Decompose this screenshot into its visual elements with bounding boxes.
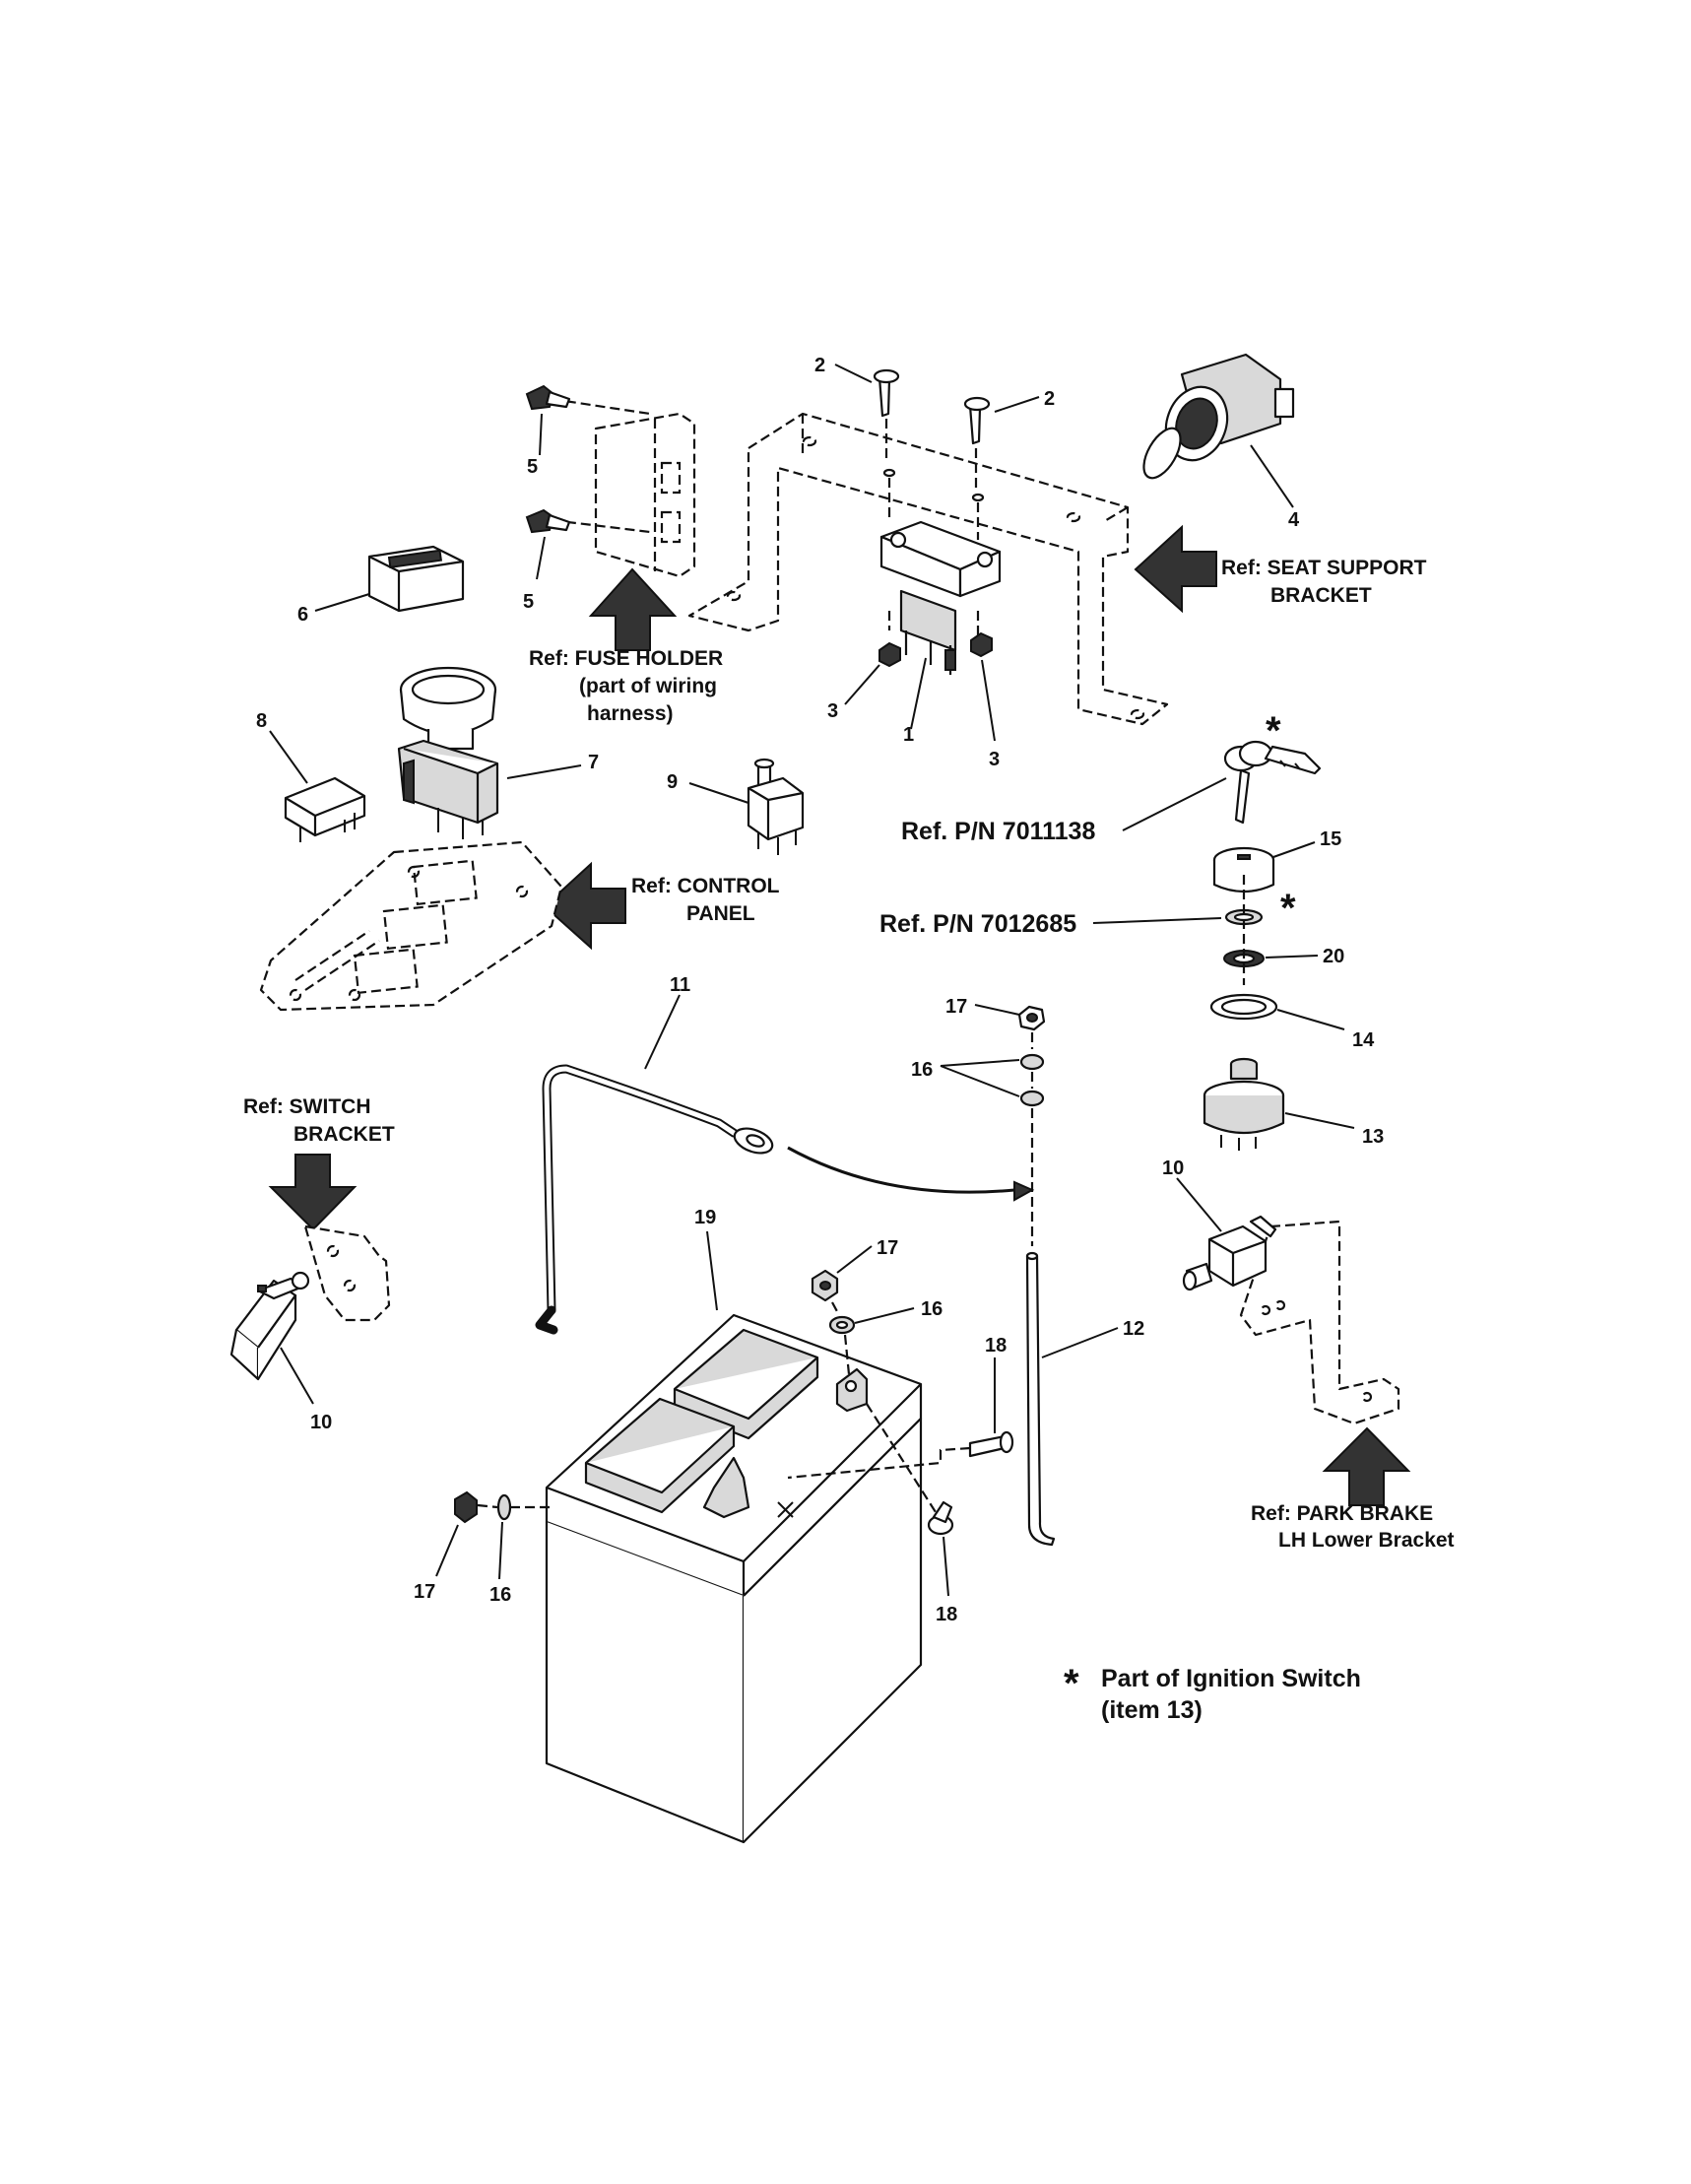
routing-arrow — [787, 1146, 1015, 1194]
park-brake-bracket — [1239, 1220, 1400, 1425]
footnote-line1: Part of Ignition Switch — [1101, 1665, 1361, 1692]
callout-15: 15 — [1320, 828, 1341, 850]
nut-17-battery-top — [811, 1269, 839, 1302]
footnote-asterisk: * — [1064, 1662, 1079, 1705]
ref-part-number-key: Ref. P/N 7011138 — [901, 818, 1095, 845]
power-outlet — [1142, 353, 1295, 480]
solenoid — [879, 520, 1002, 675]
nut-17-top — [1017, 1005, 1046, 1031]
switch-bracket — [303, 1224, 391, 1322]
ref-seat-support-line2: BRACKET — [1270, 584, 1372, 607]
ignition-keys — [1223, 740, 1322, 825]
battery-19 — [545, 1313, 923, 1844]
switch-bracket-ref-arrow — [268, 1154, 358, 1231]
callout-5-upper: 5 — [527, 456, 538, 478]
nut-17-battery-side — [454, 1490, 478, 1524]
ref-park-brake-line2: LH Lower Bracket — [1278, 1529, 1455, 1552]
washer-16-b — [1019, 1090, 1045, 1107]
ref-switch-bracket-line1: Ref: SWITCH — [243, 1095, 371, 1118]
callout-16-battery-side: 16 — [489, 1584, 511, 1606]
callout-9: 9 — [667, 771, 678, 793]
callout-6: 6 — [297, 604, 308, 626]
ref-seat-support-line1: Ref: SEAT SUPPORT — [1221, 557, 1427, 579]
bolt-5-upper — [525, 384, 571, 411]
ref-switch-bracket-line2: BRACKET — [293, 1123, 395, 1146]
callout-11: 11 — [670, 974, 690, 996]
fuse-block — [367, 545, 465, 613]
ref-park-brake-line1: Ref: PARK BRAKE — [1251, 1502, 1433, 1525]
callout-16-battery-top: 16 — [921, 1298, 943, 1320]
ignition-switch-13 — [1203, 1057, 1285, 1151]
callout-20: 20 — [1323, 946, 1344, 967]
micro-switch-8 — [284, 776, 366, 842]
washer-16-a — [1019, 1053, 1045, 1071]
callout-18-right: 18 — [985, 1335, 1007, 1357]
callout-5-lower: 5 — [523, 591, 534, 613]
footnote-line2: (item 13) — [1101, 1696, 1203, 1724]
callout-17-rod: 17 — [945, 996, 967, 1018]
bolt-5-lower — [525, 508, 571, 534]
callout-1: 1 — [903, 724, 914, 746]
callout-8: 8 — [256, 710, 267, 732]
bolt-18-right — [968, 1430, 1014, 1458]
asterisk-washer: * — [1280, 887, 1296, 930]
ground-rod-12 — [1025, 1251, 1056, 1547]
callout-3-left: 3 — [827, 700, 838, 722]
callout-12: 12 — [1123, 1318, 1144, 1340]
seat-support-ref-arrow — [1134, 524, 1217, 614]
ref-fuse-holder-line2: (part of wiring — [579, 675, 717, 697]
callout-16-rod: 16 — [911, 1059, 933, 1081]
seat-switch-10-left — [229, 1271, 310, 1381]
park-brake-ref-arrow — [1322, 1426, 1411, 1506]
bolt-18-lower — [927, 1500, 954, 1536]
washer-16-battery-top — [828, 1315, 856, 1335]
bezel-14 — [1209, 993, 1278, 1021]
callout-10-left: 10 — [310, 1412, 332, 1433]
battery-cable-11 — [535, 1064, 774, 1335]
ref-control-panel-line1: Ref: CONTROL — [631, 875, 780, 897]
callout-4: 4 — [1288, 509, 1300, 531]
callout-19: 19 — [694, 1207, 716, 1228]
ref-fuse-holder-line1: Ref: FUSE HOLDER — [529, 647, 723, 670]
control-panel-ref-arrow — [543, 861, 626, 951]
seat-support-bracket — [687, 412, 1169, 726]
callout-17-battery-side: 17 — [414, 1581, 435, 1603]
bolt-2-left — [873, 368, 900, 478]
pto-switch — [397, 666, 499, 839]
asterisk-key: * — [1266, 709, 1281, 753]
nut-3-left — [878, 641, 901, 668]
bolt-2-right — [963, 396, 991, 502]
ref-control-panel-line2: PANEL — [686, 902, 755, 925]
callout-13: 13 — [1362, 1126, 1384, 1148]
fuse-holder-ref-arrow — [588, 567, 678, 651]
ignition-cap-15 — [1212, 846, 1275, 893]
callout-18-lower: 18 — [936, 1604, 957, 1625]
control-panel — [259, 840, 563, 1012]
fuse-holder — [551, 397, 696, 578]
washer-16-battery-side — [496, 1493, 512, 1521]
ref-fuse-holder-line3: harness) — [587, 702, 674, 725]
callout-7: 7 — [588, 752, 599, 773]
park-brake-switch-10 — [1182, 1215, 1277, 1291]
callout-3-right: 3 — [989, 749, 1000, 770]
callout-2-right: 2 — [1044, 388, 1055, 410]
callout-10-right: 10 — [1162, 1158, 1184, 1179]
brake-switch-9 — [747, 758, 805, 855]
ref-part-number-washer: Ref. P/N 7012685 — [879, 910, 1076, 938]
nut-3-right — [970, 631, 993, 658]
callout-2-left: 2 — [814, 355, 825, 376]
callout-17-battery-top: 17 — [877, 1237, 898, 1259]
callout-14: 14 — [1352, 1029, 1375, 1051]
